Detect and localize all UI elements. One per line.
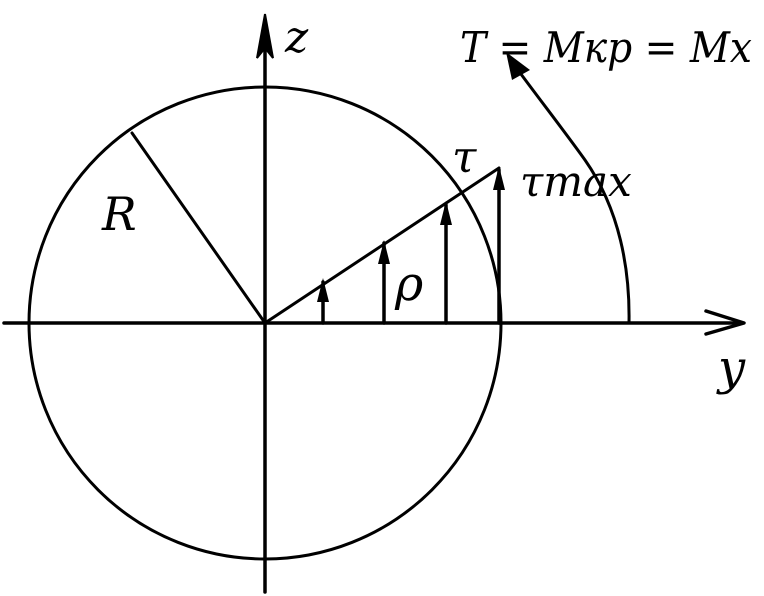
- torque-formula-label: T = Mкр = Mx: [460, 23, 752, 72]
- z-axis-arrowhead: [256, 13, 274, 59]
- y-axis-label: y: [716, 340, 746, 396]
- stress-arrow-3-head: [440, 201, 452, 225]
- torque-arrowhead: [506, 52, 530, 80]
- stress-distribution-line: [263, 166, 501, 325]
- torque-curved-arrow: [510, 60, 631, 325]
- stress-arrow-max-head: [493, 166, 505, 190]
- stress-arrow-rho-head: [378, 240, 390, 264]
- stress-arrow-1-head: [317, 278, 329, 302]
- radius-label: R: [101, 187, 137, 241]
- rho-label: ρ: [394, 256, 423, 312]
- z-axis-label: z: [284, 12, 309, 63]
- y-axis-arrowhead: [704, 309, 746, 336]
- tau-max-label: τmax: [520, 157, 632, 206]
- radius-line: [130, 131, 267, 325]
- tau-label: τ: [452, 132, 477, 183]
